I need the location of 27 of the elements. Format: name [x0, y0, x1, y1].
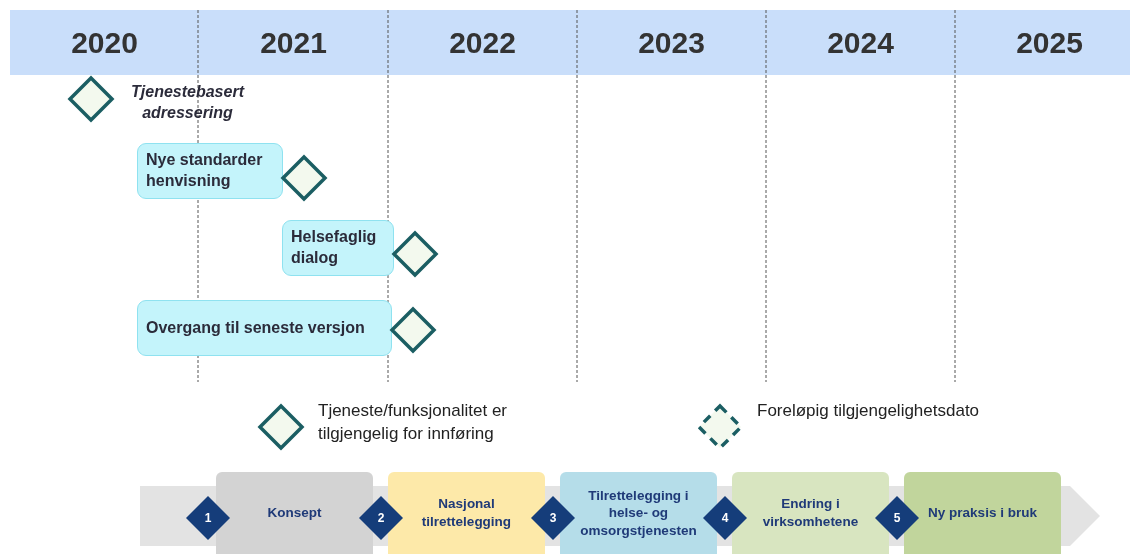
legend-text: Foreløpig tilgjengelighetsdato: [757, 400, 981, 422]
step-diamond: [703, 496, 747, 540]
year-label: 2021: [259, 24, 328, 61]
year-label: 2025: [1015, 24, 1084, 61]
milestone-label: Tjenestebasert adressering: [130, 82, 246, 123]
year-label: 2020: [70, 24, 139, 61]
step-diamond: [186, 496, 230, 540]
step-number: 4: [720, 510, 730, 527]
year-label: 2023: [637, 24, 706, 61]
phase-box: Endring i virksomhetene: [732, 472, 889, 554]
step-diamond: [875, 496, 919, 540]
phase-box: Tilrettelegging i helse- og omsorgstjenesten: [560, 472, 717, 554]
step-number: 1: [203, 510, 213, 527]
step-diamond: [359, 496, 403, 540]
year-label: 2024: [826, 24, 895, 61]
year-label: 2022: [448, 24, 517, 61]
step-number: 5: [892, 510, 902, 527]
task-bar: Helsefaglig dialog: [282, 220, 394, 276]
phase-box: Nasjonal tilrettelegging: [388, 472, 545, 554]
phase-box: Konsept: [216, 472, 373, 554]
task-bar: Nye standarder henvisning: [137, 143, 283, 199]
step-number: 2: [376, 510, 386, 527]
task-bar: Overgang til seneste versjon: [137, 300, 392, 356]
step-number: 3: [548, 510, 558, 527]
phase-box: Ny praksis i bruk: [904, 472, 1061, 554]
step-diamond: [531, 496, 575, 540]
legend-text: Tjeneste/funksjonalitet er tilgjengelig for innføring: [318, 400, 508, 445]
